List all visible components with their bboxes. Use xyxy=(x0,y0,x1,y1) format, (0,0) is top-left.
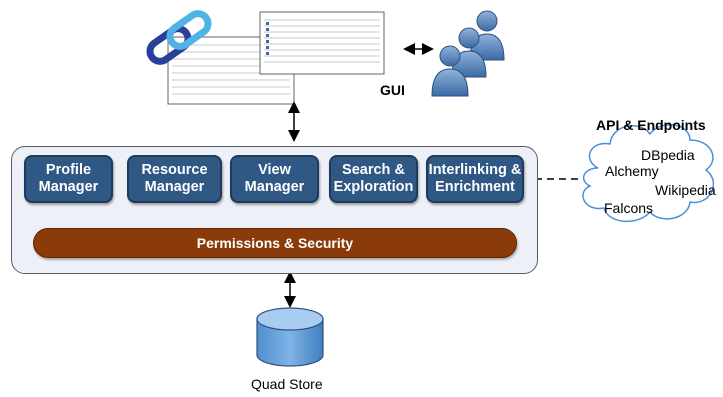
module-profile-manager: Profile Manager xyxy=(24,155,113,203)
database-icon xyxy=(256,307,324,367)
module-label: Search & Exploration xyxy=(333,162,414,195)
module-label: Interlinking & Enrichment xyxy=(428,162,522,195)
endpoint-alchemy: Alchemy xyxy=(605,163,659,179)
chain-link-logo xyxy=(146,10,212,65)
module-view-manager: View Manager xyxy=(230,155,319,203)
permissions-security-bar: Permissions & Security xyxy=(33,228,517,258)
cloud-icon xyxy=(582,123,715,223)
endpoint-wikipedia: Wikipedia xyxy=(655,182,716,198)
module-interlinking-enrichment: Interlinking & Enrichment xyxy=(426,155,524,203)
module-label: Resource Manager xyxy=(141,162,208,195)
endpoint-dbpedia: DBpedia xyxy=(641,147,695,163)
api-endpoints-label: API & Endpoints xyxy=(596,117,706,133)
gui-label: GUI xyxy=(380,82,405,98)
quad-store-label: Quad Store xyxy=(251,376,323,392)
module-label: Profile Manager xyxy=(38,162,99,195)
module-resource-manager: Resource Manager xyxy=(127,155,222,203)
gui-screenshot xyxy=(167,11,385,105)
users-icon xyxy=(431,10,505,97)
module-label: View Manager xyxy=(244,162,305,195)
endpoint-falcons: Falcons xyxy=(604,200,654,216)
permissions-label: Permissions & Security xyxy=(196,235,354,251)
module-search-exploration: Search & Exploration xyxy=(329,155,418,203)
